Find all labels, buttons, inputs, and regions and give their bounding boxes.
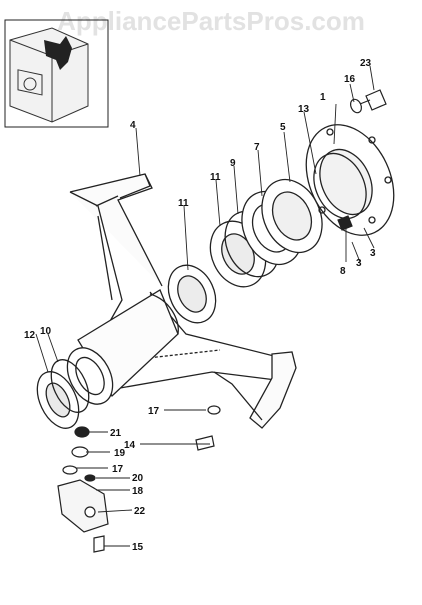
callout-11[interactable]: 11 xyxy=(178,198,189,209)
callout-23[interactable]: 23 xyxy=(360,58,372,69)
callout-18[interactable]: 18 xyxy=(132,486,144,497)
hub-housing xyxy=(66,289,179,405)
callout-14[interactable]: 14 xyxy=(124,440,136,451)
callout-7[interactable]: 7 xyxy=(254,142,260,153)
callout-20[interactable]: 20 xyxy=(132,473,144,484)
callout-16[interactable]: 16 xyxy=(344,74,356,85)
callout-13[interactable]: 13 xyxy=(298,104,310,115)
watermark-text: AppliancePartsPros.com xyxy=(57,6,365,36)
callout-21[interactable]: 21 xyxy=(110,428,122,439)
callout-19[interactable]: 19 xyxy=(114,448,126,459)
callout-15[interactable]: 15 xyxy=(132,542,144,553)
callout-3[interactable]: 3 xyxy=(356,258,362,269)
callout-3[interactable]: 3 xyxy=(370,248,376,259)
inset-location-view xyxy=(4,19,109,128)
spider-icon xyxy=(44,36,72,70)
callout-22[interactable]: 22 xyxy=(134,506,146,517)
callout-4[interactable]: 4 xyxy=(130,120,136,131)
callout-9[interactable]: 9 xyxy=(230,158,236,169)
callout-5[interactable]: 5 xyxy=(280,122,286,133)
callout-17[interactable]: 17 xyxy=(148,406,160,417)
callout-10[interactable]: 10 xyxy=(40,326,52,337)
callout-labels: 1 3 3 4 5 7 8 9 10 11 11 12 13 14 15 16 … xyxy=(24,58,376,553)
mounting-hardware xyxy=(57,405,221,533)
leader-lines xyxy=(35,65,375,547)
callout-8[interactable]: 8 xyxy=(340,266,346,277)
drum-flange xyxy=(305,124,395,236)
callout-1[interactable]: 1 xyxy=(320,92,326,103)
hub-end-parts xyxy=(36,359,90,429)
bearing-stack xyxy=(167,178,323,324)
callout-12[interactable]: 12 xyxy=(24,330,36,341)
callout-11[interactable]: 11 xyxy=(210,172,221,183)
callout-17[interactable]: 17 xyxy=(112,464,124,475)
fasteners xyxy=(93,89,387,553)
